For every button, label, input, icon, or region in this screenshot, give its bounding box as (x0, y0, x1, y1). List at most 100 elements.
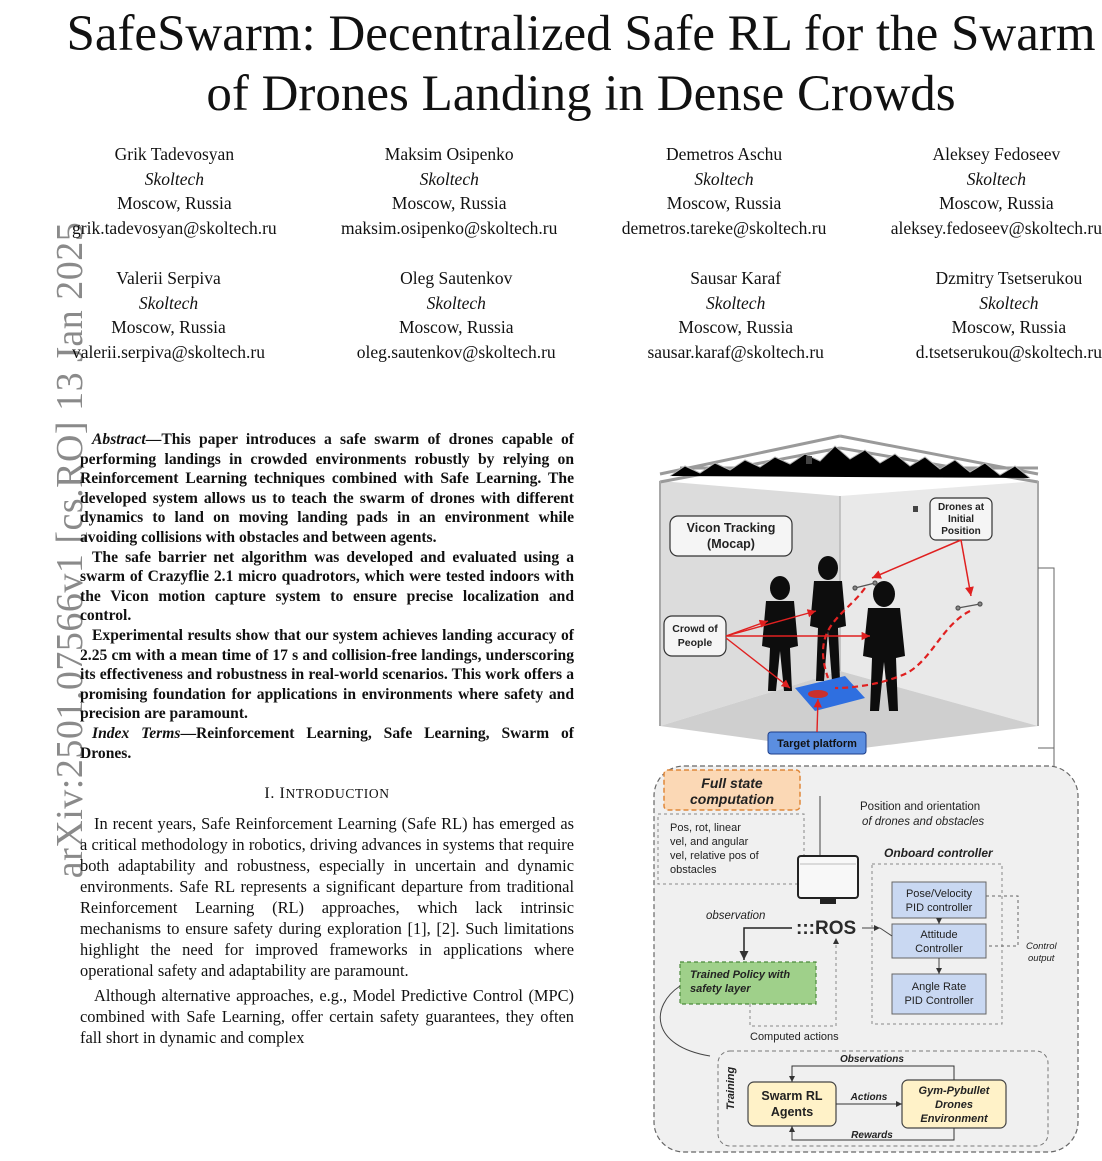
swarm-rl-line2: Agents (771, 1105, 813, 1119)
author-name: Aleksey Fedoseev (932, 144, 1061, 164)
attitude-box (891, 923, 987, 959)
pos-rot-line4: obstacles (670, 864, 717, 876)
author-email[interactable]: valerii.serpiva@skoltech.ru (72, 341, 265, 362)
angle-rate-line1: Angle Rate (912, 981, 966, 993)
control-output-line2: output (1028, 953, 1055, 964)
author-affiliation: Skoltech (979, 292, 1039, 313)
author-email[interactable]: aleksey.fedoseev@skoltech.ru (890, 217, 1102, 238)
scene-connector (1038, 567, 1055, 749)
observations-label: Observations (840, 1054, 904, 1065)
author-affiliation: Skoltech (419, 168, 479, 189)
training-label: Training (725, 1067, 737, 1110)
author-location: Moscow, Russia (111, 317, 226, 337)
abstract-lead: Abstract (92, 431, 146, 448)
lab-scene: Vicon Tracking (Mocap) Drones at Initial… (659, 434, 1039, 755)
truss-lattice (669, 445, 1031, 479)
author-location: Moscow, Russia (117, 193, 232, 213)
paper-title: SafeSwarm: Decentralized Safe RL for the… (66, 6, 1096, 122)
vicon-label-line2: (Mocap) (707, 537, 755, 551)
monitor-icon (797, 855, 859, 899)
left-column: Abstract—This paper introduces a safe sw… (80, 430, 574, 1048)
full-state-line1: Full state (701, 775, 763, 791)
drones-initial-line3: Position (941, 526, 980, 537)
abstract-paragraph-3: Experimental results show that our syste… (80, 626, 574, 723)
pos-rot-line2: vel, and angular (670, 836, 749, 848)
author-name: Grik Tadevosyan (114, 144, 235, 164)
floor (660, 671, 1038, 751)
target-platform-label: Target platform (777, 738, 857, 750)
index-terms-text: —Reinforcement Learning, Safe Learning, … (80, 724, 574, 762)
author-affiliation: Skoltech (144, 168, 204, 189)
rewards-label: Rewards (851, 1130, 893, 1141)
onboard-controller-title: Onboard controller (884, 846, 994, 860)
landing-mat (795, 676, 865, 711)
attitude-line1: Attitude (920, 929, 957, 941)
author-affiliation: Skoltech (966, 168, 1026, 189)
author-email[interactable]: grik.tadevosyan@skoltech.ru (72, 217, 277, 238)
author-affiliation: Skoltech (138, 292, 199, 313)
abstract-paragraph-2: The safe barrier net algorithm was devel… (80, 548, 574, 625)
author-name: Valerii Serpiva (116, 268, 221, 288)
drones-obstacles-label: of drones and obstacles (862, 816, 984, 828)
attitude-line2: Controller (915, 943, 963, 955)
index-terms: Index Terms—Reinforcement Learning, Safe… (80, 724, 574, 763)
full-state-line2: computation (690, 791, 774, 807)
author-name: Demetros Aschu (665, 144, 783, 164)
camera-icon (913, 506, 918, 512)
pose-velocity-line2: PID controller (906, 902, 973, 914)
author-name: Oleg Sautenkov (400, 268, 513, 288)
pos-rot-line3: vel, relative pos of (670, 850, 760, 862)
introduction: In recent years, Safe Reinforcement Lear… (80, 813, 574, 1048)
actions-label: Actions (850, 1092, 888, 1103)
author-email[interactable]: sausar.karaf@skoltech.ru (647, 341, 824, 362)
full-state-box (663, 769, 801, 811)
author-name: Dzmitry Tsetserukou (935, 268, 1083, 288)
position-orientation-label: Position and orientation (860, 801, 980, 813)
author-name: Maksim Osipenko (384, 144, 514, 164)
drones-initial-line2: Initial (948, 514, 974, 525)
abstract: Abstract—This paper introduces a safe sw… (80, 430, 574, 763)
author-email[interactable]: oleg.sautenkov@skoltech.ru (356, 341, 556, 362)
abstract-paragraph-1: Abstract—This paper introduces a safe sw… (80, 430, 574, 548)
gym-env-line1: Gym-Pybullet (919, 1085, 991, 1097)
author-location: Moscow, Russia (951, 317, 1067, 337)
author-affiliation: Skoltech (694, 168, 754, 189)
author-location: Moscow, Russia (678, 317, 793, 337)
author-email[interactable]: d.tsetserukou@skoltech.ru (915, 341, 1102, 362)
crowd-label-box (663, 615, 727, 657)
drone-icons (852, 580, 983, 611)
vicon-label-box (669, 515, 793, 557)
gym-env-line3: Environment (920, 1113, 989, 1125)
landing-pad (808, 690, 828, 698)
author-location: Moscow, Russia (939, 193, 1054, 213)
ros-logo: :::ROS (796, 918, 856, 939)
trained-policy-line1: Trained Policy with (690, 969, 790, 981)
section-heading: I. INTRODUCTION (80, 785, 574, 803)
observation-label: observation (706, 910, 765, 922)
pose-velocity-line1: Pose/Velocity (906, 888, 973, 900)
crowd-label-line1: Crowd of (672, 623, 718, 635)
intro-paragraph-1: In recent years, Safe Reinforcement Lear… (80, 814, 574, 981)
trained-policy-box (679, 961, 817, 1005)
observation-desc-box (657, 813, 805, 885)
section-heading-cap: I. I (264, 785, 286, 803)
vicon-label-line1: Vicon Tracking (687, 521, 776, 535)
crowd-label-line2: People (678, 637, 713, 649)
author-email[interactable]: demetros.tareke@skoltech.ru (621, 217, 827, 238)
gym-env-line2: Drones (935, 1099, 973, 1111)
pose-velocity-box (891, 881, 987, 919)
author-affiliation: Skoltech (426, 292, 486, 313)
author-email[interactable]: maksim.osipenko@skoltech.ru (341, 217, 558, 238)
author-location: Moscow, Russia (391, 193, 507, 213)
intro-paragraph-2: Although alternative approaches, e.g., M… (80, 986, 574, 1048)
computed-actions-label: Computed actions (750, 1031, 839, 1043)
